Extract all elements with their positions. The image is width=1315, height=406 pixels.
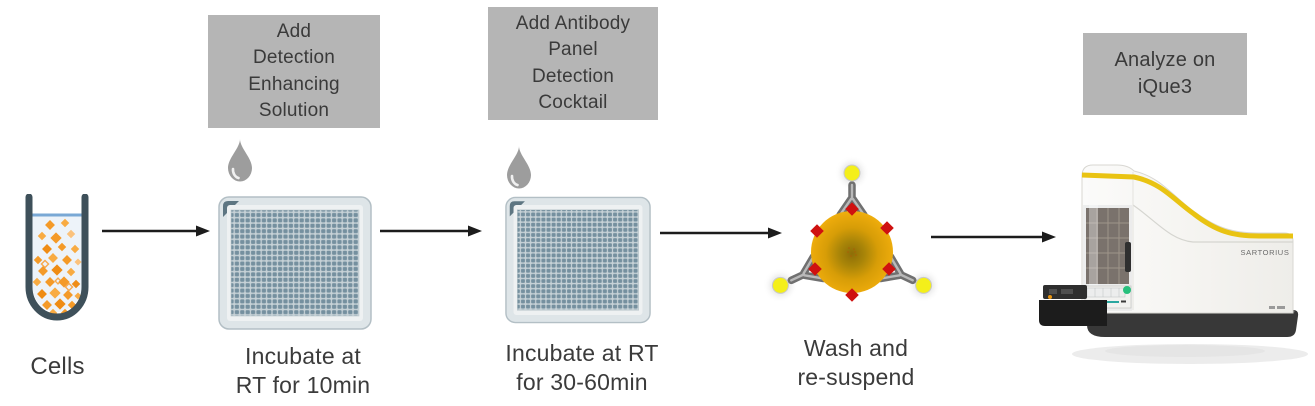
instrument-yellow-stripe: [1081, 172, 1293, 239]
arrow-icon: [931, 231, 1056, 243]
arrow-icon: [102, 225, 210, 237]
instrument-body: [1081, 164, 1294, 314]
plate-handler: [1039, 285, 1107, 326]
stained-cell-icon: [762, 155, 942, 303]
plate-corner-notch: [509, 201, 525, 217]
microplate-icon: [505, 196, 651, 324]
arrow-icon: [380, 225, 482, 237]
instrument-brand-label: SARTORIUS: [1241, 248, 1290, 257]
flow-cytometer-icon: SARTORIUS: [1039, 164, 1308, 364]
antigen-diamonds: [808, 202, 896, 302]
status-light: [1123, 286, 1131, 294]
cells-label: Cells: [30, 353, 85, 380]
step1-caption: Incubate at RT for 10min: [235, 343, 371, 398]
step3-caption: Wash and re-suspend: [797, 335, 915, 390]
sample-tube-icon: [25, 194, 89, 321]
cell-body: [811, 211, 893, 293]
microplate-icon: [218, 196, 372, 330]
step4-analyze-box: Analyze on iQue3: [1083, 33, 1247, 115]
droplet-icon: [507, 146, 531, 189]
step2-caption: Incubate at RT for 30-60min: [505, 340, 659, 395]
step2-reagent-box: Add Antibody Panel Detection Cocktail: [488, 7, 658, 120]
instrument-base: [1087, 310, 1299, 337]
instrument-model-mark: [1269, 306, 1285, 309]
antibody-icon: [834, 155, 870, 219]
step1-reagent-box: Add Detection Enhancing Solution: [208, 15, 380, 128]
arrow-icon: [660, 227, 782, 239]
cell-speckles: [847, 247, 857, 257]
droplet-icon: [228, 139, 252, 182]
